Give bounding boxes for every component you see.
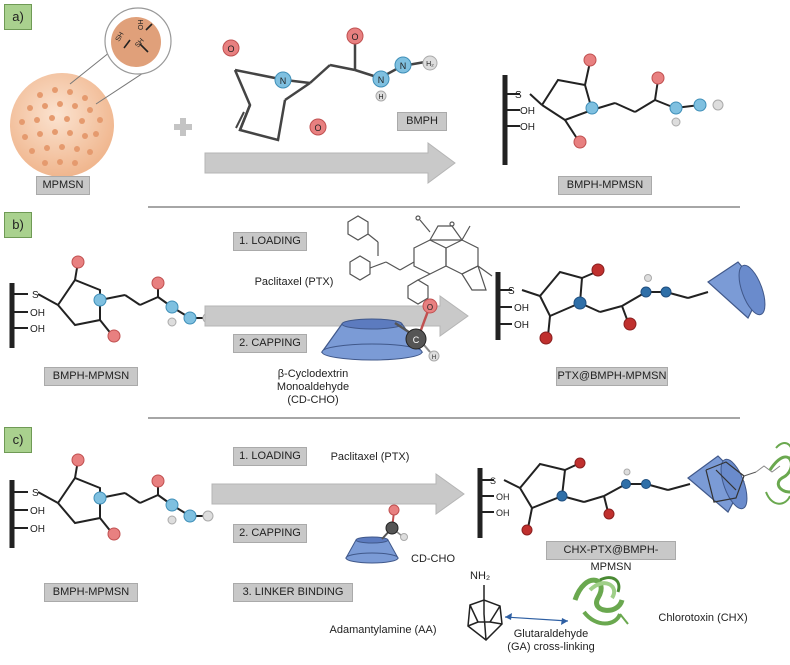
cross-linking-arrow (504, 613, 569, 625)
nitrogen-atom (394, 56, 412, 74)
reaction-arrow (204, 142, 456, 184)
nh2-label-aa: NH₂ (470, 570, 491, 582)
svg-text:S: S (32, 488, 39, 499)
svg-text:SH: SH (134, 37, 146, 49)
chx-ptx-bmph-mpmsn-tag: CHX-PTX@BMPH-MPMSN (546, 541, 676, 573)
svg-text:N: N (280, 76, 287, 86)
panel-label-c: c) (4, 427, 32, 453)
svg-text:C: C (413, 335, 420, 345)
glutaraldehyde-label-line2: (GA) cross-linking (507, 641, 595, 653)
svg-text:OH: OH (30, 324, 45, 335)
nitrogen-atom (274, 71, 292, 89)
capping-step-c: 2. CAPPING (233, 524, 307, 543)
bmph-mpmsn-tag-b: BMPH-MPMSN (44, 367, 138, 386)
capping-step-b: 2. CAPPING (233, 334, 307, 353)
svg-text:H: H (378, 94, 383, 101)
plus-icon (174, 118, 192, 136)
svg-text:OH: OH (496, 492, 510, 502)
oxygen-atom (222, 39, 240, 57)
svg-text:S: S (515, 90, 522, 101)
svg-text:O: O (427, 303, 433, 312)
panel-label-a: a) (4, 4, 32, 30)
mpmsn-particle (10, 73, 114, 177)
svg-text:OH: OH (30, 308, 45, 319)
svg-text:S: S (508, 286, 515, 297)
bmph-mpmsn-tag-a: BMPH-MPMSN (558, 176, 652, 195)
paclitaxel-label-b: Paclitaxel (PTX) (254, 276, 334, 288)
cd-cho-label-c: CD-CHO (411, 553, 455, 565)
svg-text:O: O (314, 123, 321, 133)
hydrogen-atom (422, 55, 438, 71)
svg-text:O: O (227, 44, 234, 54)
cd-cho-molecule: O C H (320, 298, 440, 362)
glutaraldehyde-label-line1: Glutaraldehyde (513, 628, 589, 640)
zoom-surface: SH SH OH (104, 7, 172, 75)
oxygen-atom (309, 118, 327, 136)
cd-cho-small (345, 504, 408, 564)
svg-text:S: S (490, 476, 496, 486)
loading-step-c: 1. LOADING (233, 447, 307, 466)
cd-cho-label-line2: Monoaldehyde (276, 381, 350, 393)
paclitaxel-structure (347, 215, 493, 305)
svg-text:H: H (432, 355, 436, 361)
svg-text:OH: OH (520, 122, 535, 133)
svg-text:OH: OH (520, 106, 535, 117)
svg-text:H₂: H₂ (426, 61, 434, 68)
nitrogen-atom (372, 70, 390, 88)
cd-cho-label-line1: β-Cyclodextrin (277, 368, 349, 380)
oxygen-atom (346, 27, 364, 45)
ptx-bmph-mpmsn-structure (495, 270, 709, 340)
linker-binding-step: 3. LINKER BINDING (233, 583, 353, 602)
svg-text:OH: OH (514, 320, 529, 331)
chlorotoxin-protein-small (765, 442, 790, 505)
bmph-mpmsn-tag-c: BMPH-MPMSN (44, 583, 138, 602)
reaction-arrow (211, 473, 465, 515)
bmph-tag: BMPH (397, 112, 447, 131)
cd-cho-label-line3: (CD-CHO) (287, 394, 339, 406)
chlorotoxin-label: Chlorotoxin (CHX) (658, 612, 748, 624)
cyclodextrin-adamantyl-complex (687, 455, 781, 513)
chlorotoxin-protein (572, 576, 629, 626)
svg-text:OH: OH (514, 303, 529, 314)
svg-text:N: N (400, 61, 407, 71)
adamantylamine-label: Adamantylamine (AA) (329, 624, 437, 636)
svg-text:SH: SH (115, 31, 126, 43)
loading-step-b: 1. LOADING (233, 232, 307, 251)
svg-text:S: S (32, 290, 39, 301)
svg-text:OH: OH (138, 20, 145, 31)
zoom-line (69, 51, 111, 85)
cyclodextrin-cap (707, 261, 766, 319)
svg-text:N: N (378, 75, 385, 85)
adamantylamine-structure (467, 585, 503, 641)
hydrogen-atom (375, 90, 387, 102)
svg-text:OH: OH (30, 506, 45, 517)
svg-text:OH: OH (30, 524, 45, 535)
svg-text:O: O (351, 32, 358, 42)
mpmsn-tag: MPMSN (36, 176, 90, 195)
ptx-bmph-mpmsn-tag: PTX@BMPH-MPMSN (556, 367, 668, 386)
paclitaxel-label-c: Paclitaxel (PTX) (330, 451, 410, 463)
panel-label-b: b) (4, 212, 32, 238)
svg-text:OH: OH (496, 508, 510, 518)
chx-ptx-bmph-mpmsn-structure (477, 462, 691, 538)
